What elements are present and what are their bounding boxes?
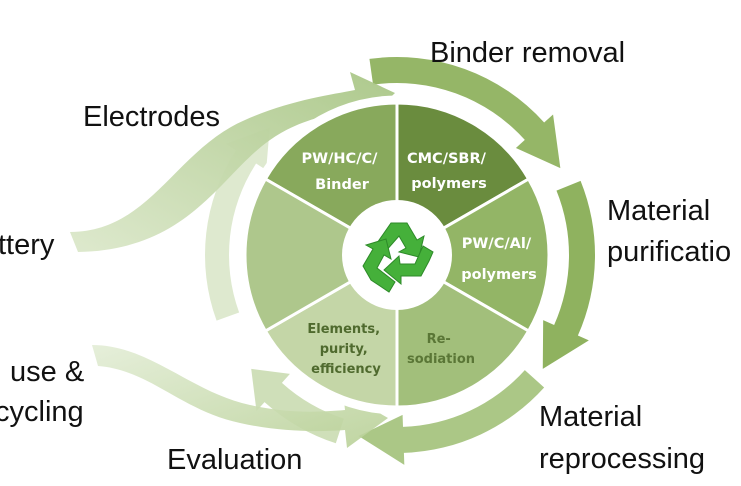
label-material-reprocessing-1: Material — [539, 401, 642, 433]
label-material-purification-2: purificatio — [607, 236, 731, 268]
segment-top-right-text: CMC/SBR/ polymers — [407, 151, 491, 192]
label-binder-removal: Binder removal — [430, 37, 625, 69]
segment-bottom-right-text: Re- sodiation — [407, 332, 475, 367]
arrow-material-reprocessing — [358, 370, 545, 465]
segment-right — [393, 176, 551, 334]
reuse-output-arrow — [92, 345, 388, 448]
label-battery: ttery — [0, 229, 55, 261]
arrow-binder-removal — [369, 56, 561, 169]
electrodes-input-arrow — [70, 72, 395, 252]
label-material-reprocessing-2: reprocessing — [539, 443, 705, 475]
segment-right-text: PW/C/Al/ polymers — [461, 236, 537, 283]
arrow-material-purification — [542, 180, 596, 369]
label-reuse-2: cycling — [0, 396, 84, 428]
recycle-icon — [362, 222, 434, 293]
segment-left — [243, 176, 401, 334]
pie-rim — [237, 95, 557, 415]
arrow-left-return — [205, 127, 270, 321]
label-electrodes: Electrodes — [83, 101, 220, 133]
center-circle — [342, 200, 452, 310]
segment-bottom-left-text: Elements, purity, efficiency — [307, 322, 384, 377]
label-material-purification-1: Material — [607, 195, 710, 227]
segment-top-left-text: PW/HC/C/ Binder — [302, 151, 383, 193]
label-reuse-1: use & — [10, 356, 84, 388]
label-evaluation: Evaluation — [167, 444, 302, 476]
